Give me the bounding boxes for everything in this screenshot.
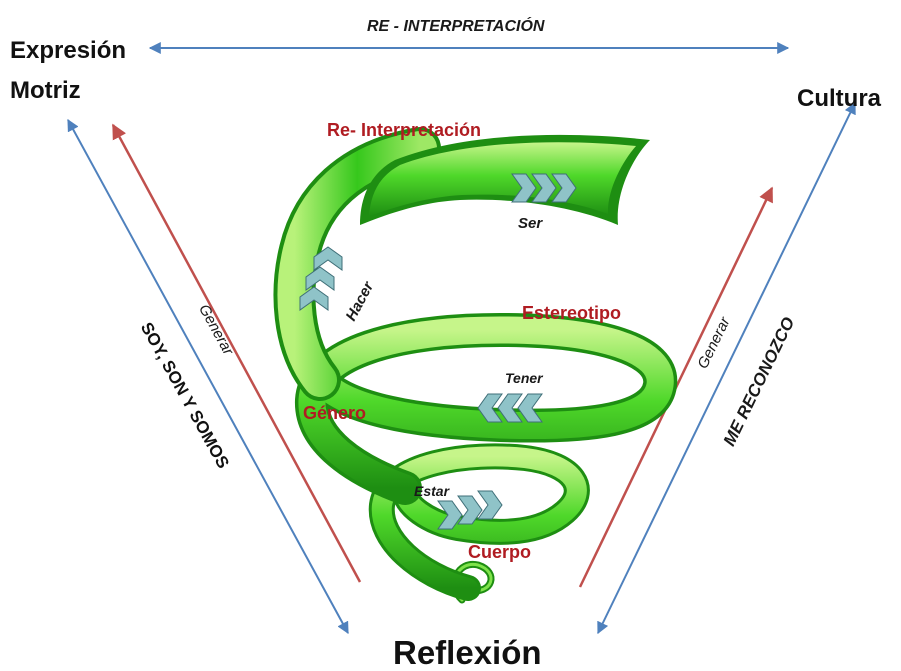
step-label-tener: Tener <box>505 370 544 386</box>
right-outer-double-arrow <box>597 101 856 635</box>
node-cultura: Cultura <box>797 85 882 112</box>
step-label-ser: Ser <box>518 215 543 232</box>
node-expresion-motriz-line1: Expresión <box>10 37 126 64</box>
spiral-ribbon <box>273 127 678 604</box>
step-label-estar: Estar <box>414 483 451 499</box>
chevrons-hacer <box>299 246 343 311</box>
node-expresion-motriz-line2: Motriz <box>10 77 81 104</box>
edge-label-top: RE - INTERPRETACIÓN <box>367 16 545 35</box>
chevrons-tener <box>477 393 543 423</box>
chevrons-ser <box>511 173 577 203</box>
spiral-label-cuerpo: Cuerpo <box>468 542 531 562</box>
spiral-label-estereotipo: Estereotipo <box>522 303 621 323</box>
left-outer-double-arrow <box>67 118 349 635</box>
left-inner-red-arrow <box>111 123 362 583</box>
node-reflexion: Reflexión <box>393 634 542 671</box>
edge-label-right-outer: ME RECONOZCO <box>720 314 799 449</box>
chevrons-estar <box>437 490 503 530</box>
spiral-label-reinterpretacion: Re- Interpretación <box>327 120 481 140</box>
edge-label-left-inner: Generar <box>195 302 237 359</box>
spiral-label-genero: Género <box>303 403 366 423</box>
step-label-hacer: Hacer <box>343 278 378 324</box>
